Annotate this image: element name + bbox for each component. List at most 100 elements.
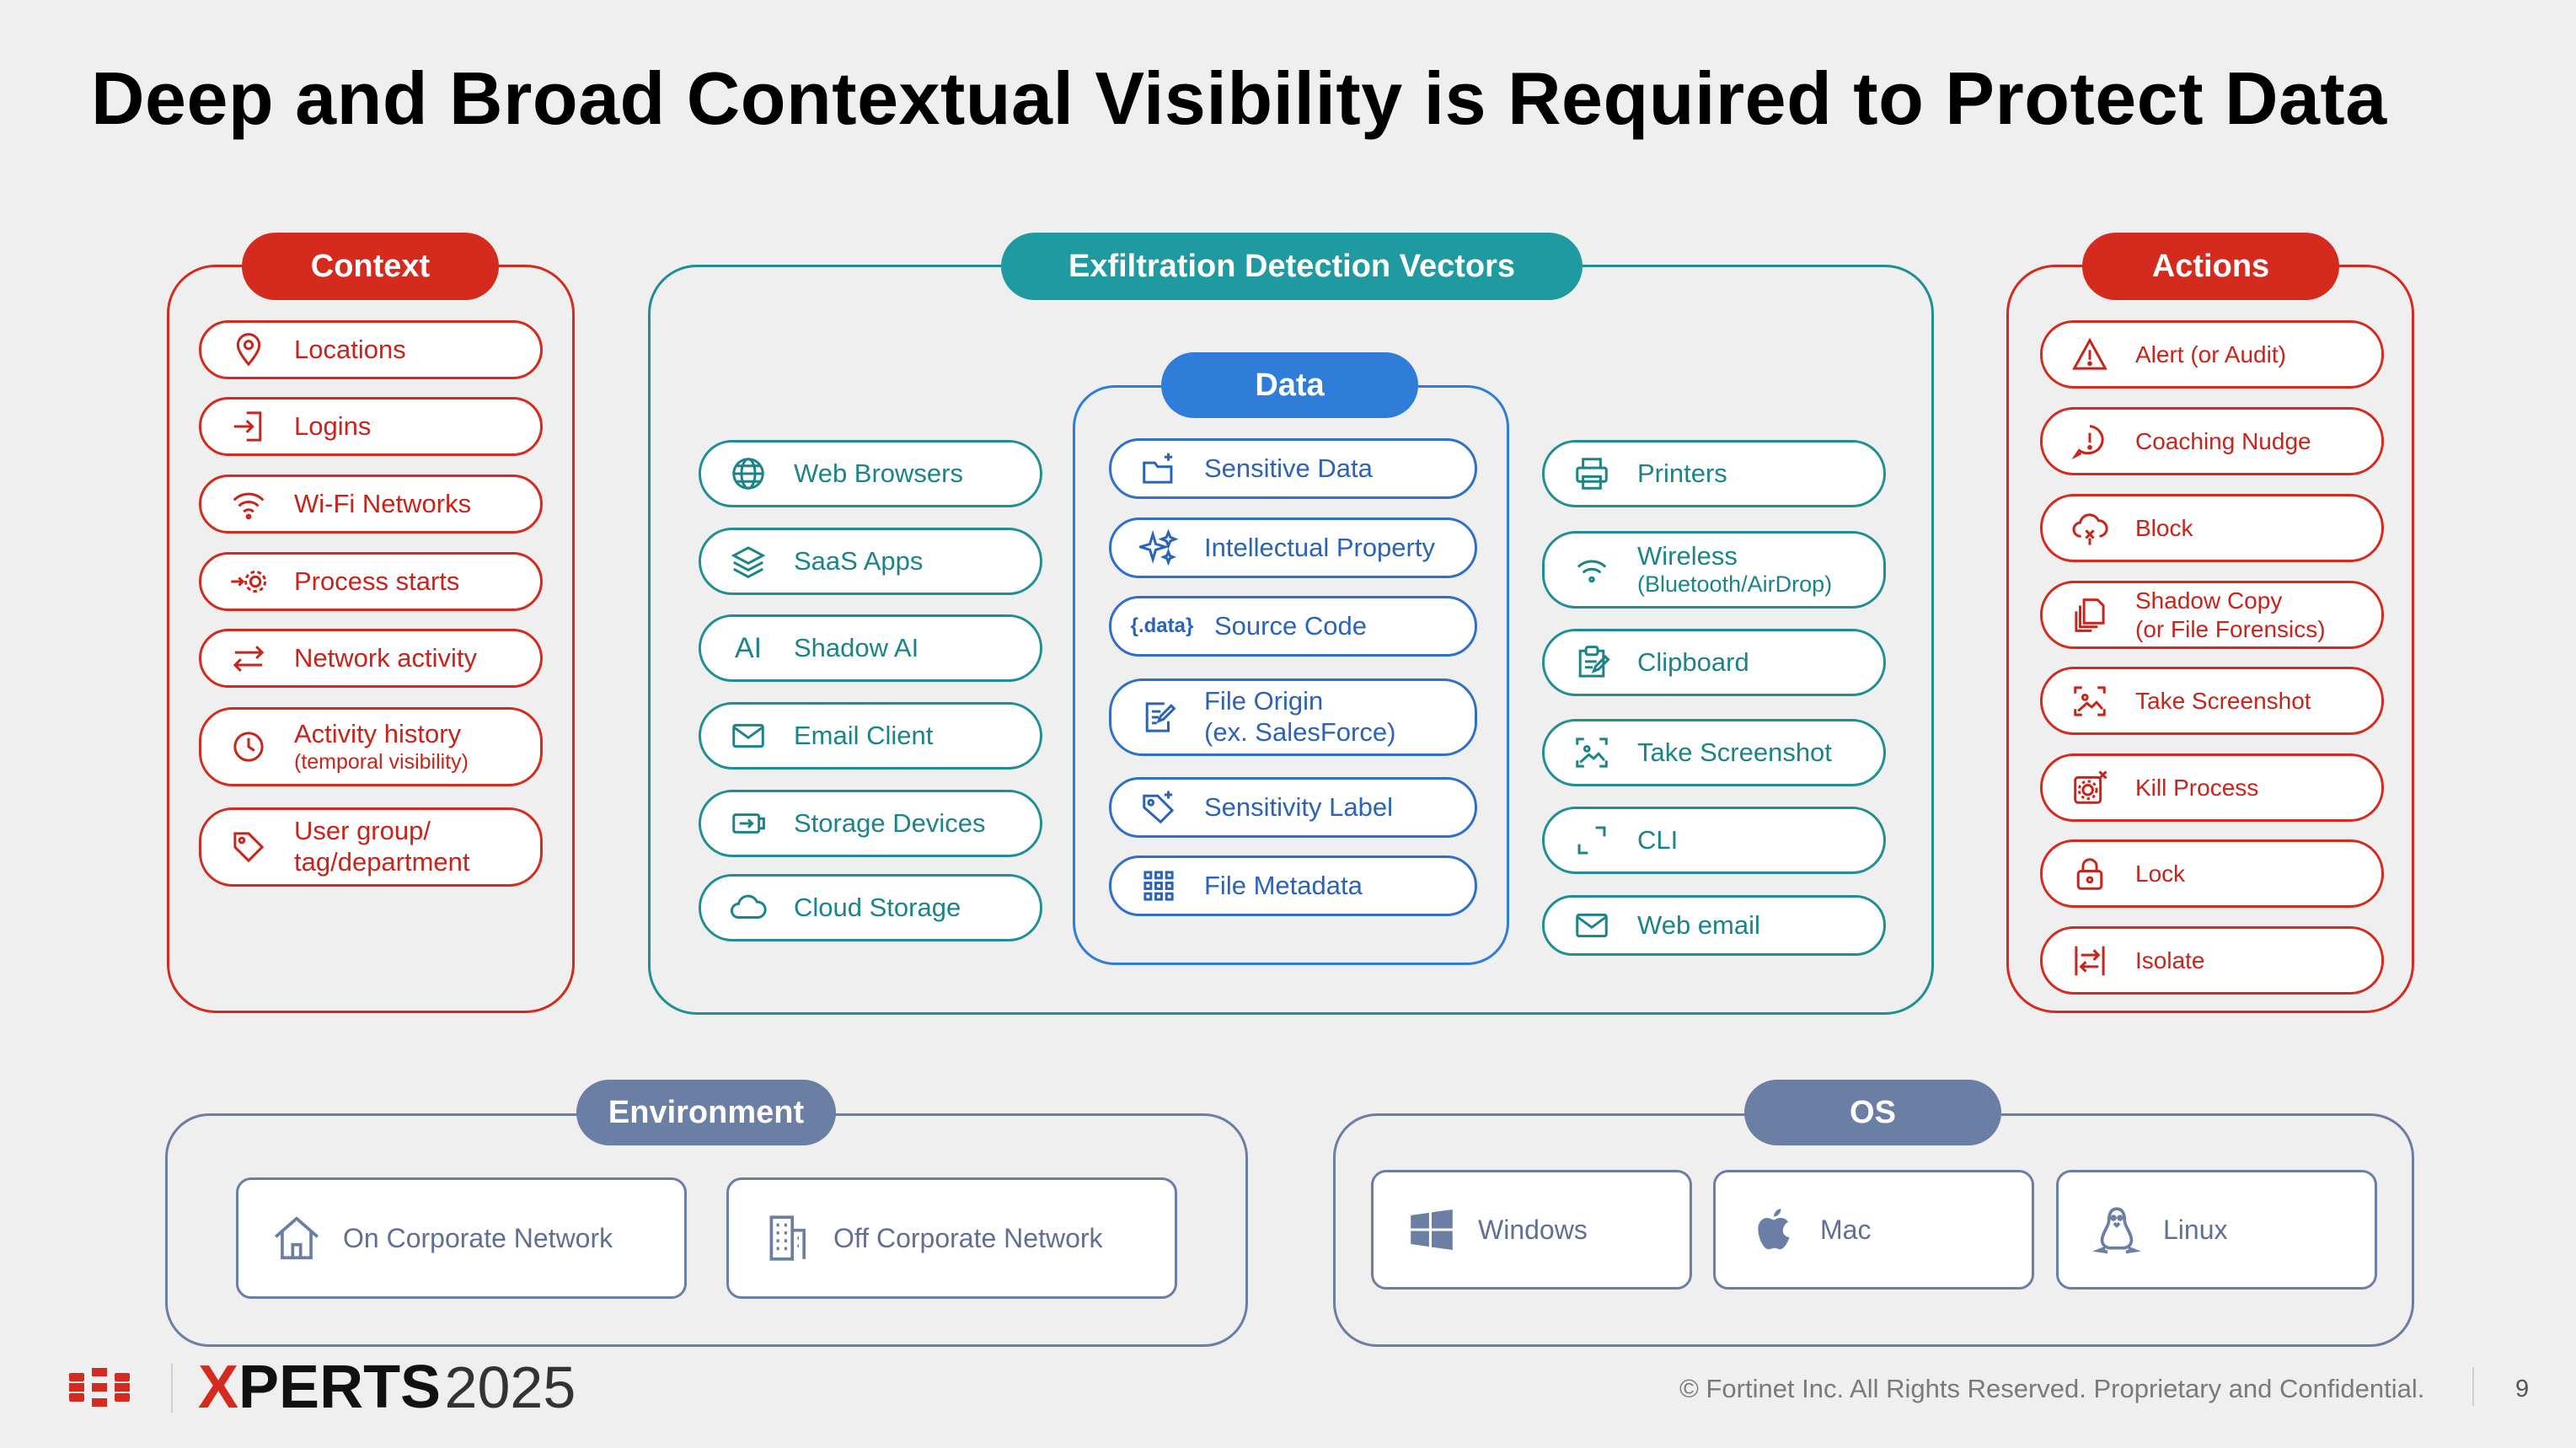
context-item-logins: Logins [199,397,543,456]
action-label: Take Screenshot [2135,687,2311,714]
clipboard-icon [1570,641,1614,684]
brand-year: 2025 [444,1354,576,1420]
vector-label: Clipboard [1637,646,1749,677]
screenshot-icon [2068,679,2112,723]
process-gear-icon [227,560,270,603]
os-label: Linux [2163,1214,2228,1245]
os-label: Windows [1478,1214,1588,1245]
os-linux: Linux [2056,1170,2377,1290]
footer-divider-right [2472,1367,2474,1406]
data-item-intellectual-property: Intellectual Property [1109,518,1477,578]
fortinet-logo-icon [69,1368,130,1407]
vector-storage-devices: Storage Devices [699,790,1042,857]
vector-shadow-ai: AI Shadow AI [699,614,1042,682]
action-take-screenshot: Take Screenshot [2040,667,2384,735]
context-item-label: User group/tag/department [294,816,470,877]
web-email-icon [1570,904,1614,947]
brand-x: X [198,1354,239,1421]
action-isolate: Isolate [2040,926,2384,995]
env-label: On Corporate Network [343,1222,613,1253]
xperts-brand: XPERTS 2025 [198,1357,576,1435]
actions-tag: Actions [2082,233,2339,300]
usb-drive-icon [726,802,770,845]
windows-logo-icon [1404,1202,1459,1258]
kill-process-icon [2068,766,2112,810]
data-item-label: Sensitive Data [1204,453,1373,483]
action-label: Shadow Copy(or File Forensics) [2135,587,2326,642]
vector-wireless: Wireless(Bluetooth/AirDrop) [1542,531,1886,609]
os-label: Mac [1820,1214,1872,1245]
context-item-process-starts: Process starts [199,552,543,611]
context-tag: Context [242,233,499,300]
apple-logo-icon [1746,1202,1802,1258]
page-title: Deep and Broad Contextual Visibility is … [91,56,2387,140]
action-label: Lock [2135,860,2186,887]
envelope-icon [726,714,770,758]
vector-saas-apps: SaaS Apps [699,528,1042,595]
data-item-sensitive-data: Sensitive Data [1109,438,1477,499]
location-pin-icon [227,328,270,372]
vector-label: Web Browsers [794,458,963,488]
vector-label: Shadow AI [794,632,919,662]
context-item-label: Activity history(temporal visibility) [294,718,469,774]
wireless-icon [1570,548,1614,592]
cloud-icon [726,886,770,930]
action-shadow-copy: Shadow Copy(or File Forensics) [2040,581,2384,649]
grid-dots-icon [1137,864,1181,908]
context-item-user-group: User group/tag/department [199,807,543,887]
lock-icon [2068,852,2112,896]
vector-clipboard: Clipboard [1542,629,1886,696]
vector-label: Wireless(Bluetooth/AirDrop) [1637,540,1833,598]
data-item-label: Sensitivity Label [1204,791,1394,822]
ai-icon: AI [734,631,763,664]
action-label: Alert (or Audit) [2135,341,2286,367]
context-item-label: Locations [294,334,406,364]
data-item-sensitivity-label: Sensitivity Label [1109,777,1477,838]
vector-label: Cloud Storage [794,892,961,922]
context-item-activity-history: Activity history(temporal visibility) [199,707,543,786]
folder-sparkle-icon [1137,447,1181,491]
action-label: Isolate [2135,947,2205,973]
action-label: Kill Process [2135,774,2259,801]
vector-label: Take Screenshot [1637,737,1832,767]
vector-cloud-storage: Cloud Storage [699,874,1042,941]
data-item-file-metadata: File Metadata [1109,855,1477,916]
cli-icon [1570,818,1614,862]
copy-files-icon [2068,593,2112,637]
label-tag-icon [1137,786,1181,829]
brand-perts: PERTS [238,1354,442,1421]
action-kill-process: Kill Process [2040,753,2384,822]
data-item-label: File Metadata [1204,870,1363,900]
action-block: Block [2040,494,2384,562]
vector-cli: CLI [1542,807,1886,874]
house-icon [269,1210,324,1266]
login-icon [227,405,270,448]
copyright-text: © Fortinet Inc. All Rights Reserved. Pro… [1679,1374,2425,1403]
vector-label: SaaS Apps [794,545,924,576]
speech-alert-icon [2068,420,2112,464]
vector-label: Printers [1637,458,1727,488]
data-item-label: File Origin(ex. SalesForce) [1204,686,1396,747]
os-tag: OS [1744,1080,2001,1145]
data-item-label: Source Code [1214,610,1367,641]
action-label: Coaching Nudge [2135,427,2311,454]
globe-icon [726,452,770,496]
context-item-label: Process starts [294,566,460,596]
printer-icon [1570,452,1614,496]
footer-divider [171,1364,173,1413]
wifi-icon [227,482,270,526]
data-tag: Data [1161,352,1418,418]
vector-label: Storage Devices [794,807,986,838]
context-item-locations: Locations [199,320,543,379]
screenshot-icon [1570,731,1614,775]
clock-icon [227,725,270,769]
vector-printers: Printers [1542,440,1886,507]
isolate-icon [2068,939,2112,983]
vector-web-email: Web email [1542,895,1886,956]
vector-email-client: Email Client [699,702,1042,770]
vectors-tag: Exfiltration Detection Vectors [1001,233,1583,300]
vector-take-screenshot: Take Screenshot [1542,719,1886,786]
code-data-icon: {.data} [1130,614,1194,637]
vector-label: Email Client [794,720,934,750]
context-item-label: Logins [294,410,372,441]
